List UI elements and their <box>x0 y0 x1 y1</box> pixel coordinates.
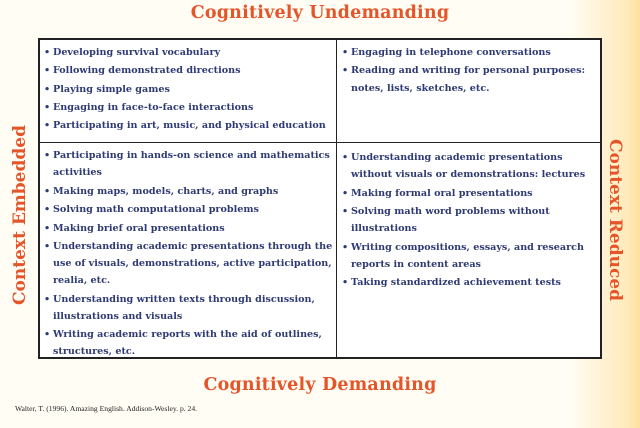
quadrant-top-left: Developing survival vocabulary Following… <box>44 44 334 136</box>
list-item: Making brief oral presentations <box>44 220 334 237</box>
quadrant-grid: Developing survival vocabulary Following… <box>38 38 602 359</box>
quadrant-bottom-right: Understanding academic presentations wit… <box>342 149 600 293</box>
list-item: Engaging in face-to-face interactions <box>44 99 334 118</box>
citation: Walter, T. (1996). Amazing English. Addi… <box>15 404 198 413</box>
quadrant-top-left-list: Developing survival vocabulary Following… <box>44 44 334 136</box>
list-item: Engaging in telephone conversations <box>342 44 600 62</box>
list-item: Following demonstrated directions <box>44 62 334 81</box>
list-item: Developing survival vocabulary <box>44 44 334 63</box>
axis-title-left: Context Embedded <box>10 125 30 305</box>
list-item: Making formal oral presentations <box>342 185 600 202</box>
quadrant-top-right-list: Engaging in telephone conversations Read… <box>342 44 600 98</box>
quadrant-bottom-right-list: Understanding academic presentations wit… <box>342 149 600 291</box>
list-item: Participating in hands-on science and ma… <box>44 147 334 181</box>
quadrant-bottom-left: Participating in hands-on science and ma… <box>44 147 334 362</box>
list-item: Solving math computational problems <box>44 201 334 218</box>
axis-title-right: Context Reduced <box>605 138 625 302</box>
list-item: Solving math word problems without illus… <box>342 203 600 237</box>
quadrant-bottom-left-list: Participating in hands-on science and ma… <box>44 147 334 360</box>
axis-title-top: Cognitively Undemanding <box>190 3 450 23</box>
quadrant-top-right: Engaging in telephone conversations Read… <box>342 44 600 98</box>
axis-title-bottom: Cognitively Demanding <box>203 375 437 395</box>
list-item: Making maps, models, charts, and graphs <box>44 183 334 200</box>
list-item: Reading and writing for personal purpose… <box>342 62 600 98</box>
list-item: Writing academic reports with the aid of… <box>44 326 334 360</box>
grid-divider-horizontal <box>40 142 600 143</box>
list-item: Taking standardized achievement tests <box>342 274 600 291</box>
list-item: Playing simple games <box>44 81 334 100</box>
list-item: Understanding academic presentations wit… <box>342 149 600 183</box>
grid-divider-vertical <box>336 40 337 357</box>
list-item: Participating in art, music, and physica… <box>44 117 334 136</box>
list-item: Writing compositions, essays, and resear… <box>342 239 600 273</box>
list-item: Understanding academic presentations thr… <box>44 238 334 289</box>
list-item: Understanding written texts through disc… <box>44 291 334 325</box>
